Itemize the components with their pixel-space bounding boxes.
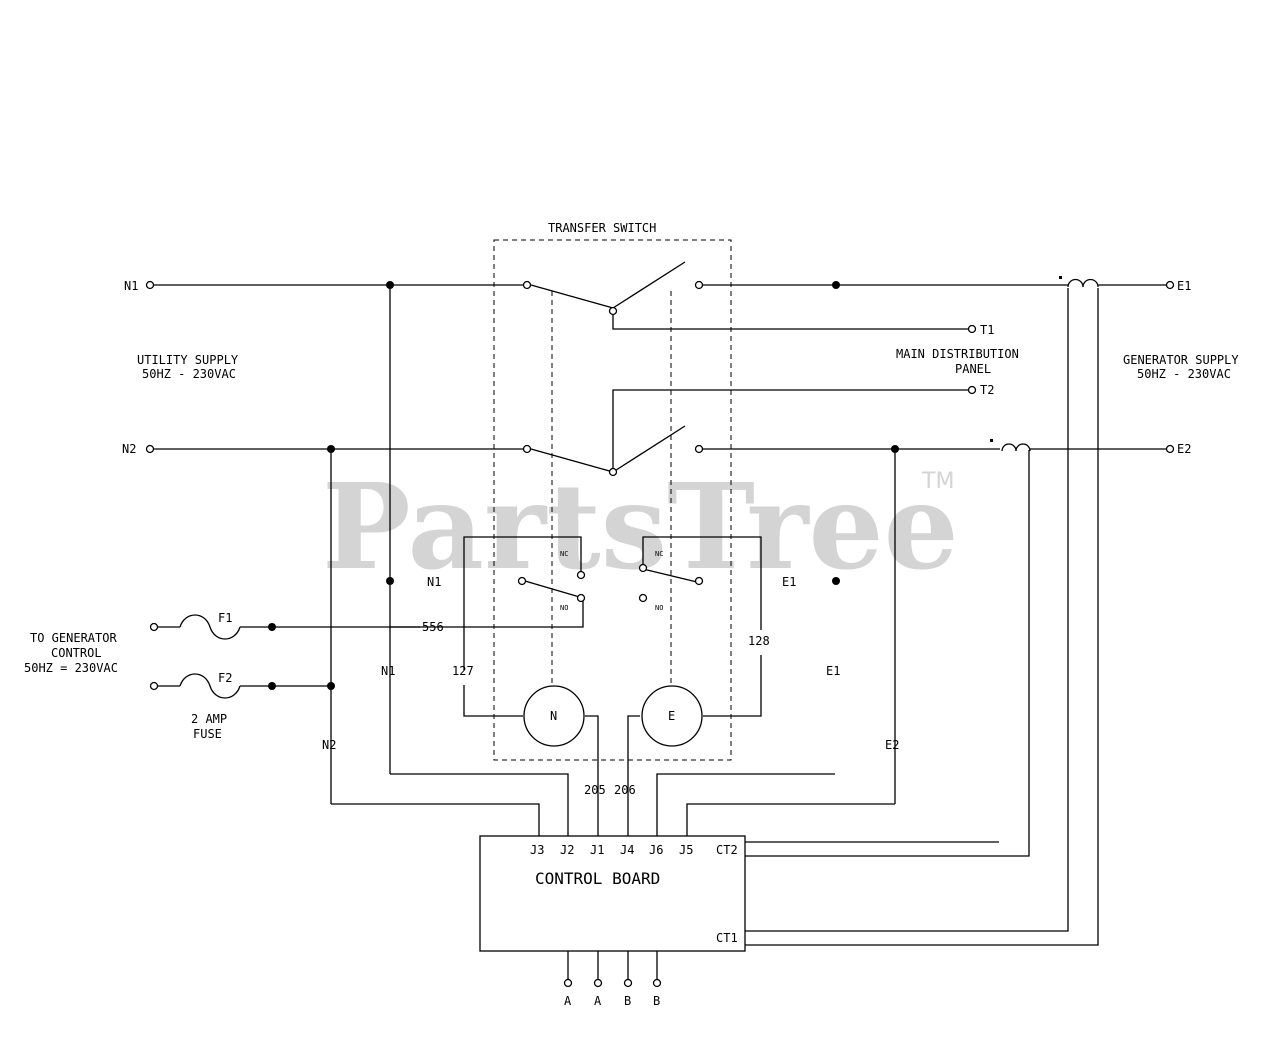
pin-j2-label: J2 <box>560 843 574 857</box>
pin-ct1-label: CT1 <box>716 931 738 945</box>
coil-n-label: N <box>550 709 557 723</box>
bottom-pin-label: A <box>594 994 602 1008</box>
gen-control-label-2: CONTROL <box>51 646 102 660</box>
bottom-pin-label: A <box>564 994 572 1008</box>
utility-line-n1 <box>153 261 1166 330</box>
pin-j4-label: J4 <box>620 843 634 857</box>
fuse-f1-label: F1 <box>218 611 232 625</box>
coil-n <box>523 685 585 747</box>
transfer-switch-enclosure <box>493 239 732 761</box>
relay-nc-label-e: NC <box>655 550 663 558</box>
fuse-rating-label-1: 2 AMP <box>191 712 227 726</box>
gen-control-label-3: 50HZ = 230VAC <box>24 661 118 675</box>
terminal-e2-label: E2 <box>1177 442 1191 456</box>
fuse-f1-line <box>157 614 420 640</box>
relay-no-label-e: NO <box>655 604 663 612</box>
relay-contacts-e <box>642 536 762 717</box>
terminal-n1-label: N1 <box>124 279 138 293</box>
terminal-n2-label: N2 <box>122 442 136 456</box>
fuse-rating-label-2: FUSE <box>193 727 222 741</box>
polarity-dot-ct1 <box>1059 276 1062 279</box>
pin-j5-label: J5 <box>679 843 693 857</box>
terminal-e1-label: E1 <box>1177 279 1191 293</box>
current-transformer-ct1 <box>1067 278 1099 288</box>
wire-205 <box>585 715 599 836</box>
relay-contacts-n <box>390 536 584 717</box>
main-panel-label: MAIN DISTRIBUTION <box>896 347 1019 361</box>
relay-e1-tag: E1 <box>782 575 796 589</box>
ct-leads <box>745 288 1099 946</box>
pin-ct2-label: CT2 <box>716 843 738 857</box>
pin-j3-label: J3 <box>530 843 544 857</box>
wire-127-label: 127 <box>452 664 474 678</box>
wire-n1-label: N1 <box>381 664 395 678</box>
polarity-dot-ct2 <box>990 439 993 442</box>
relay-no-label-n: NO <box>560 604 568 612</box>
coil-e-label: E <box>668 709 675 723</box>
utility-supply-label: UTILITY SUPPLY <box>137 353 239 367</box>
watermark: PartsTree <box>322 457 959 596</box>
bottom-pin-label: B <box>624 994 631 1008</box>
main-panel-label-2: PANEL <box>955 362 991 376</box>
terminal-t2-label: T2 <box>980 383 994 397</box>
wire-e2-label: E2 <box>885 738 899 752</box>
gen-control-label-1: TO GENERATOR <box>30 631 117 645</box>
bottom-pin-leads <box>567 951 658 980</box>
fuse-f2-label: F2 <box>218 671 232 685</box>
pin-j1-label: J1 <box>590 843 604 857</box>
terminal-t1-label: T1 <box>980 323 994 337</box>
fuse-f2-line <box>157 673 331 699</box>
wire-206-label: 206 <box>614 783 636 797</box>
wire-205-label: 205 <box>584 783 606 797</box>
relay-nc-label-n: NC <box>560 550 568 558</box>
relay-n1-tag: N1 <box>427 575 441 589</box>
coil-e <box>641 685 703 747</box>
generator-rating-label: 50HZ - 230VAC <box>1137 367 1231 381</box>
current-transformer-ct2 <box>1001 443 1031 452</box>
wire-206 <box>627 715 640 836</box>
open-terminals <box>145 280 1175 988</box>
wire-128-label: 128 <box>748 634 770 648</box>
junction-dots <box>268 281 899 690</box>
generator-supply-label: GENERATOR SUPPLY <box>1123 353 1239 367</box>
watermark-tm: TM <box>921 469 954 494</box>
utility-rating-label: 50HZ - 230VAC <box>142 367 236 381</box>
transfer-switch-label: TRANSFER SWITCH <box>548 221 656 235</box>
control-board <box>479 835 746 952</box>
bottom-pin-label: B <box>653 994 660 1008</box>
control-board-label: CONTROL BOARD <box>535 869 660 888</box>
pin-j6-label: J6 <box>649 843 663 857</box>
wire-n2-label: N2 <box>322 738 336 752</box>
wire-e1-label: E1 <box>826 664 840 678</box>
wire-556-label: 556 <box>422 620 444 634</box>
